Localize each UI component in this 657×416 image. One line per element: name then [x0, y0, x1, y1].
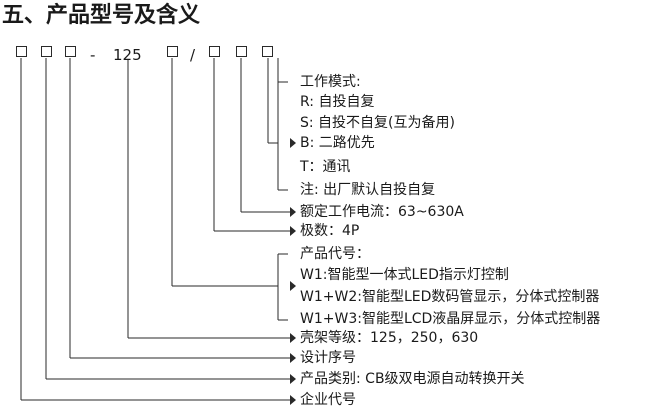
mode-note: 注: 出厂默认自投自复: [300, 182, 436, 198]
mode-box: [262, 46, 273, 57]
category-box: [41, 46, 52, 57]
code-slash: /: [190, 46, 196, 64]
poles: 极数：4P: [300, 223, 360, 239]
product-category: 产品类别: CB级双电源自动转换开关: [300, 371, 525, 387]
product-code-title: 产品代号：: [300, 246, 370, 262]
company-code: 企业代号: [300, 392, 356, 408]
product-code-w1: W1:智能型一体式LED指示灯控制: [300, 267, 509, 283]
design-seq: 设计序号: [300, 350, 356, 366]
frame-grade-value: 125: [113, 46, 142, 64]
mode-r: R: 自投自复: [300, 94, 375, 110]
mode-t: T：通讯: [300, 159, 351, 175]
product-code-box: [167, 46, 178, 57]
company-code-box: [16, 46, 27, 57]
rated-current: 额定工作电流：63~630A: [300, 204, 464, 220]
code-dash: -: [90, 46, 96, 64]
poles-box: [209, 46, 220, 57]
product-code-w1w3: W1+W3:智能型LCD液晶屏显示，分体式控制器: [300, 311, 601, 327]
mode-title: 工作模式:: [300, 74, 361, 90]
product-code-w1w2: W1+W2:智能型LED数码管显示，分体式控制器: [300, 289, 600, 305]
design-seq-box: [65, 46, 76, 57]
page-title: 五、产品型号及含义: [2, 3, 201, 28]
mode-b: B: 二路优先: [300, 135, 375, 151]
frame-grade: 壳架等级：125，250，630: [300, 330, 479, 346]
mode-s: S: 自投不自复(互为备用): [300, 115, 455, 131]
rated-current-box: [236, 46, 247, 57]
